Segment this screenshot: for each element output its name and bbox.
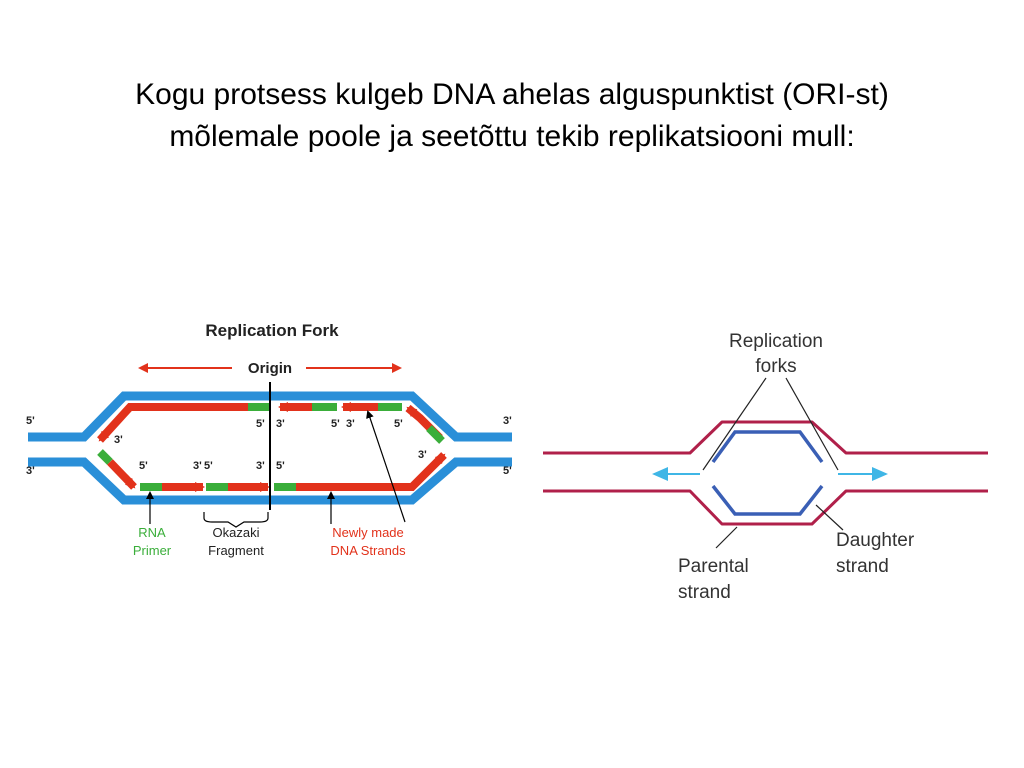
- slide-title-line-2: mõlemale poole ja seetõttu tekib replika…: [169, 120, 855, 153]
- label-3-top-b: 3': [346, 418, 355, 430]
- label-3-inner-left: 3': [114, 434, 123, 446]
- label-3-bottom-b: 3': [256, 460, 265, 472]
- label-5-top-left: 5': [26, 415, 35, 427]
- leading-strand-bottom: [296, 452, 447, 491]
- label-3-inner-right: 3': [418, 449, 427, 461]
- label-5-top-b: 5': [331, 418, 340, 430]
- daughter-strand-lower: [711, 484, 824, 516]
- okazaki-bottom-1: [107, 459, 137, 490]
- daughter-label-1: Daughter: [836, 530, 915, 551]
- parental-pointer: [715, 526, 738, 549]
- new-strands-label-2: DNA Strands: [330, 543, 406, 558]
- parental-strand-bottom: [28, 457, 512, 505]
- daughter-strand-upper: [711, 430, 824, 464]
- primer-top-4: [426, 425, 445, 444]
- label-5-bottom-b: 5': [204, 460, 213, 472]
- primer-bottom-1: [97, 449, 113, 465]
- okazaki-label-1: Okazaki: [213, 525, 260, 540]
- daughter-pointer: [815, 504, 844, 531]
- parental-strand-top: [28, 391, 512, 442]
- fork-pointer-right: [785, 377, 839, 471]
- label-3-bottom-left: 3': [26, 465, 35, 477]
- label-3-top-a: 3': [276, 418, 285, 430]
- leading-strand-top: [97, 403, 248, 443]
- slide-title: Kogu protsess kulgeb DNA ahelas alguspun…: [40, 74, 984, 158]
- label-5-bottom-a: 5': [139, 460, 148, 472]
- rna-primer-label-1: RNA: [138, 525, 166, 540]
- parental-label-2: strand: [678, 582, 731, 603]
- label-3-top-right: 3': [503, 415, 512, 427]
- okazaki-label-2: Fragment: [208, 543, 264, 558]
- rna-primer-label-2: Primer: [133, 543, 172, 558]
- label-5-bottom-c: 5': [276, 460, 285, 472]
- slide-title-line-1: Kogu protsess kulgeb DNA ahelas alguspun…: [135, 78, 889, 111]
- parental-strand-lower: [543, 489, 988, 526]
- okazaki-bracket: [203, 512, 269, 528]
- forks-label-1: Replication: [729, 331, 823, 352]
- label-5-top-a: 5': [256, 418, 265, 430]
- label-5-bottom-right: 5': [503, 465, 512, 477]
- replication-bubble-diagram: Replication forks Daughter strand Parent…: [543, 331, 988, 603]
- origin-label: Origin: [248, 360, 292, 377]
- new-strands-label-1: Newly made: [332, 525, 404, 540]
- new-strand-pointer-2: [366, 410, 406, 523]
- forks-label-2: forks: [755, 356, 796, 377]
- fork-diagram-title: Replication Fork: [205, 321, 339, 340]
- label-5-top-c: 5': [394, 418, 403, 430]
- parental-strand-upper: [543, 420, 988, 455]
- fork-pointer-left: [702, 377, 767, 471]
- parental-label-1: Parental: [678, 556, 749, 577]
- replication-fork-diagram: Replication Fork Origin 5' 3' 3' 5': [26, 321, 512, 558]
- daughter-label-2: strand: [836, 556, 889, 577]
- label-3-bottom-a: 3': [193, 460, 202, 472]
